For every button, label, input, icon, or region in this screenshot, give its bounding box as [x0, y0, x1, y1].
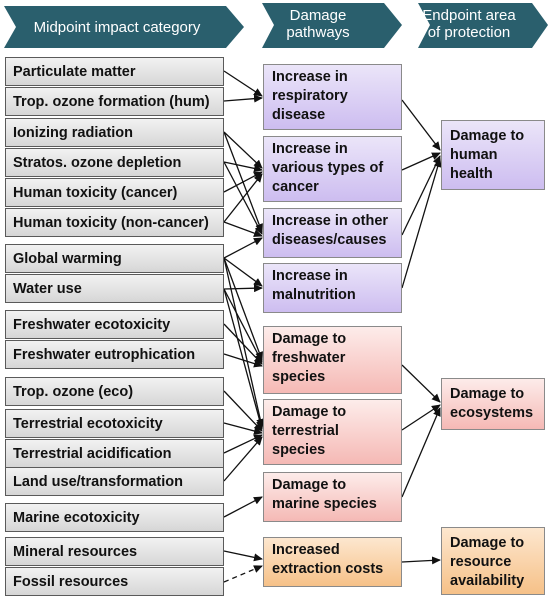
midpoint-trop-ozone-eco: Trop. ozone (eco) — [5, 377, 224, 406]
pathway-line: Increase in other — [272, 213, 389, 229]
pathway-line: freshwater — [272, 350, 346, 366]
pathway-line: Damage to — [272, 477, 347, 493]
header-arrow-shape — [262, 3, 402, 48]
midpoint-freshwater-eutrophication: Freshwater eutrophication — [5, 340, 224, 369]
midpoint-trop-ozone-formation-hum: Trop. ozone formation (hum) — [5, 87, 224, 116]
midpoint-water-use: Water use — [5, 274, 224, 303]
pathway-line: Damage to — [272, 404, 347, 420]
pathway-line: respiratory — [272, 88, 348, 104]
midpoint-freshwater-ecotoxicity: Freshwater ecotoxicity — [5, 310, 224, 339]
pathway-line: various types of — [272, 160, 384, 176]
endpoint-line: Damage to — [450, 128, 525, 144]
endpoint-line: Damage to — [450, 535, 525, 551]
endpoint-line: resource — [450, 554, 512, 570]
pathway-cancer: Increase in various types of cancer — [263, 136, 402, 202]
pathway-line: cancer — [272, 179, 319, 195]
header-midpoint: Midpoint impact category — [4, 6, 244, 48]
pathway-line: diseases/causes — [272, 232, 387, 248]
endpoint-line: ecosystems — [450, 405, 534, 421]
midpoint-human-toxicity-non-cancer: Human toxicity (non-cancer) — [5, 208, 224, 237]
pathway-line: species — [272, 369, 326, 385]
pathway-line: terrestrial — [272, 423, 339, 439]
endpoint-line: health — [450, 166, 493, 182]
pathway-extraction-costs: Increased extraction costs — [263, 537, 402, 587]
pathway-malnutrition: Increase in malnutrition — [263, 263, 402, 313]
endpoint-human-health: Damage to human health — [441, 120, 545, 190]
midpoint-global-warming: Global warming — [5, 244, 224, 273]
midpoint-mineral-resources: Mineral resources — [5, 537, 224, 566]
midpoint-terrestrial-acidification: Terrestrial acidification — [5, 439, 224, 468]
midpoint-ionizing-radiation: Ionizing radiation — [5, 118, 224, 147]
header-damage-line1: Damage — [289, 7, 347, 24]
endpoint-resource-availability: Damage to resource availability — [441, 527, 545, 595]
header-midpoint-label: Midpoint impact category — [33, 18, 201, 36]
header-arrow-shape — [418, 3, 548, 48]
pathway-line: disease — [272, 107, 326, 123]
header-damage-line2: pathways — [286, 24, 350, 41]
header-endpoint-line2: of protection — [427, 24, 511, 41]
pathway-line: Increase in — [272, 268, 348, 284]
pathway-line: marine species — [272, 496, 377, 512]
midpoint-land-use-transformation: Land use/transformation — [5, 467, 224, 496]
midpoint-fossil-resources: Fossil resources — [5, 567, 224, 596]
pathway-freshwater-species: Damage to freshwater species — [263, 326, 402, 394]
endpoint-line: human — [450, 147, 498, 163]
pathway-marine-species: Damage to marine species — [263, 472, 402, 522]
header-arrow-shape — [4, 6, 244, 48]
endpoint-ecosystems: Damage to ecosystems — [441, 378, 545, 430]
endpoint-line: Damage to — [450, 386, 525, 402]
pathway-line: Increase in — [272, 141, 348, 157]
pathway-terrestrial-species: Damage to terrestrial species — [263, 399, 402, 465]
midpoint-stratos-ozone-depletion: Stratos. ozone depletion — [5, 148, 224, 177]
midpoint-marine-ecotoxicity: Marine ecotoxicity — [5, 503, 224, 532]
pathway-line: malnutrition — [272, 287, 356, 303]
pathway-line: species — [272, 442, 326, 458]
midpoint-particulate-matter: Particulate matter — [5, 57, 224, 86]
pathway-other-diseases: Increase in other diseases/causes — [263, 208, 402, 258]
pathway-line: extraction costs — [272, 561, 384, 577]
endpoint-line: availability — [450, 573, 525, 589]
pathway-line: Damage to — [272, 331, 347, 347]
header-endpoint-line1: Endpoint area — [422, 7, 516, 24]
pathway-line: Increase in — [272, 69, 348, 85]
pathway-respiratory-disease: Increase in respiratory disease — [263, 64, 402, 130]
midpoint-human-toxicity-cancer: Human toxicity (cancer) — [5, 178, 224, 207]
midpoint-terrestrial-ecotoxicity: Terrestrial ecotoxicity — [5, 409, 224, 438]
pathway-line: Increased — [272, 542, 340, 558]
